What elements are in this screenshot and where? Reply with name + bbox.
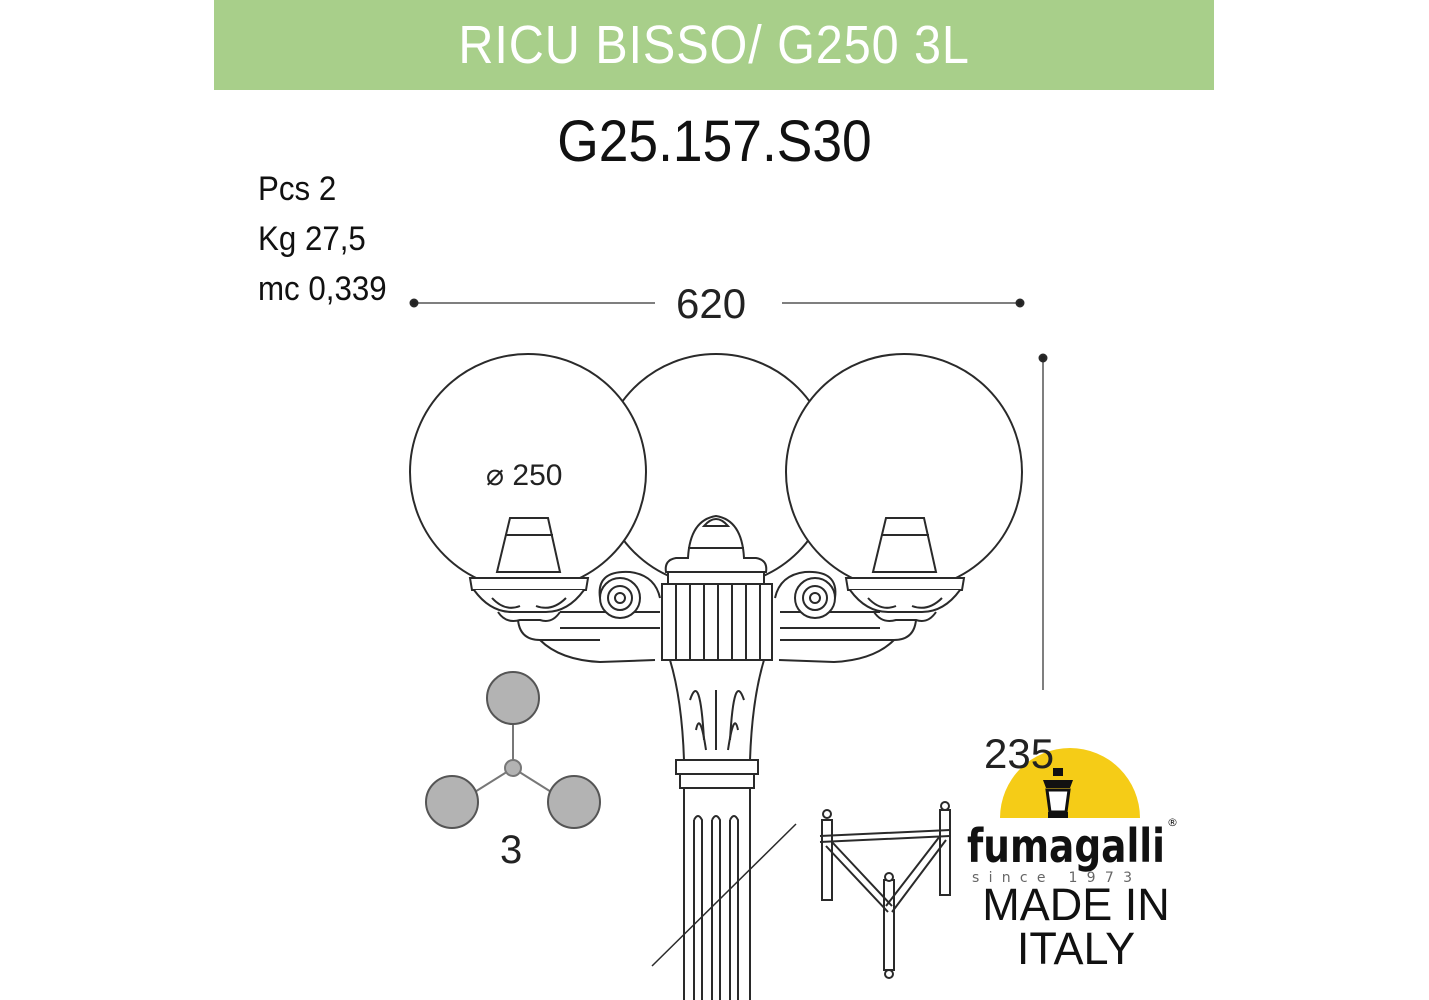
svg-text:fumagalli: fumagalli <box>967 819 1165 873</box>
width-dimension-label: 620 <box>676 280 747 327</box>
arrangement-globe-left <box>425 775 479 829</box>
left-lamp-holder <box>468 517 656 664</box>
height-dimension-label: 235 <box>984 730 1055 777</box>
title-banner: RICU BISSO/ G250 3L <box>214 0 1214 90</box>
product-title: RICU BISSO/ G250 3L <box>458 15 970 75</box>
column-capital <box>668 659 766 789</box>
central-finial <box>664 514 768 585</box>
lantern-icon <box>1043 768 1073 818</box>
right-lamp-holder <box>778 517 966 664</box>
globe-count-label: 3 <box>500 828 523 872</box>
width-dimension-line <box>409 298 1025 308</box>
arrangement-diagram <box>425 671 601 829</box>
base-plate <box>819 801 951 979</box>
made-in-label: MADE IN ITALY <box>982 879 1170 974</box>
svg-text:®: ® <box>1167 816 1178 829</box>
arrangement-globe-right <box>547 775 601 829</box>
scroll-arms <box>560 570 880 629</box>
spec-weight: Kg 27,5 <box>258 220 366 258</box>
central-column-block <box>661 583 773 661</box>
arrangement-globe-top <box>486 671 540 725</box>
height-dimension-line <box>1038 353 1048 690</box>
fumagalli-logo: fumagalli ® since 1973 <box>967 748 1178 886</box>
spec-pieces: Pcs 2 <box>258 170 337 208</box>
spec-volume: mc 0,339 <box>258 270 387 308</box>
product-code: G25.157.S30 <box>557 109 872 174</box>
globe-diameter-label: ⌀ 250 <box>486 459 563 492</box>
pole <box>651 788 797 1000</box>
